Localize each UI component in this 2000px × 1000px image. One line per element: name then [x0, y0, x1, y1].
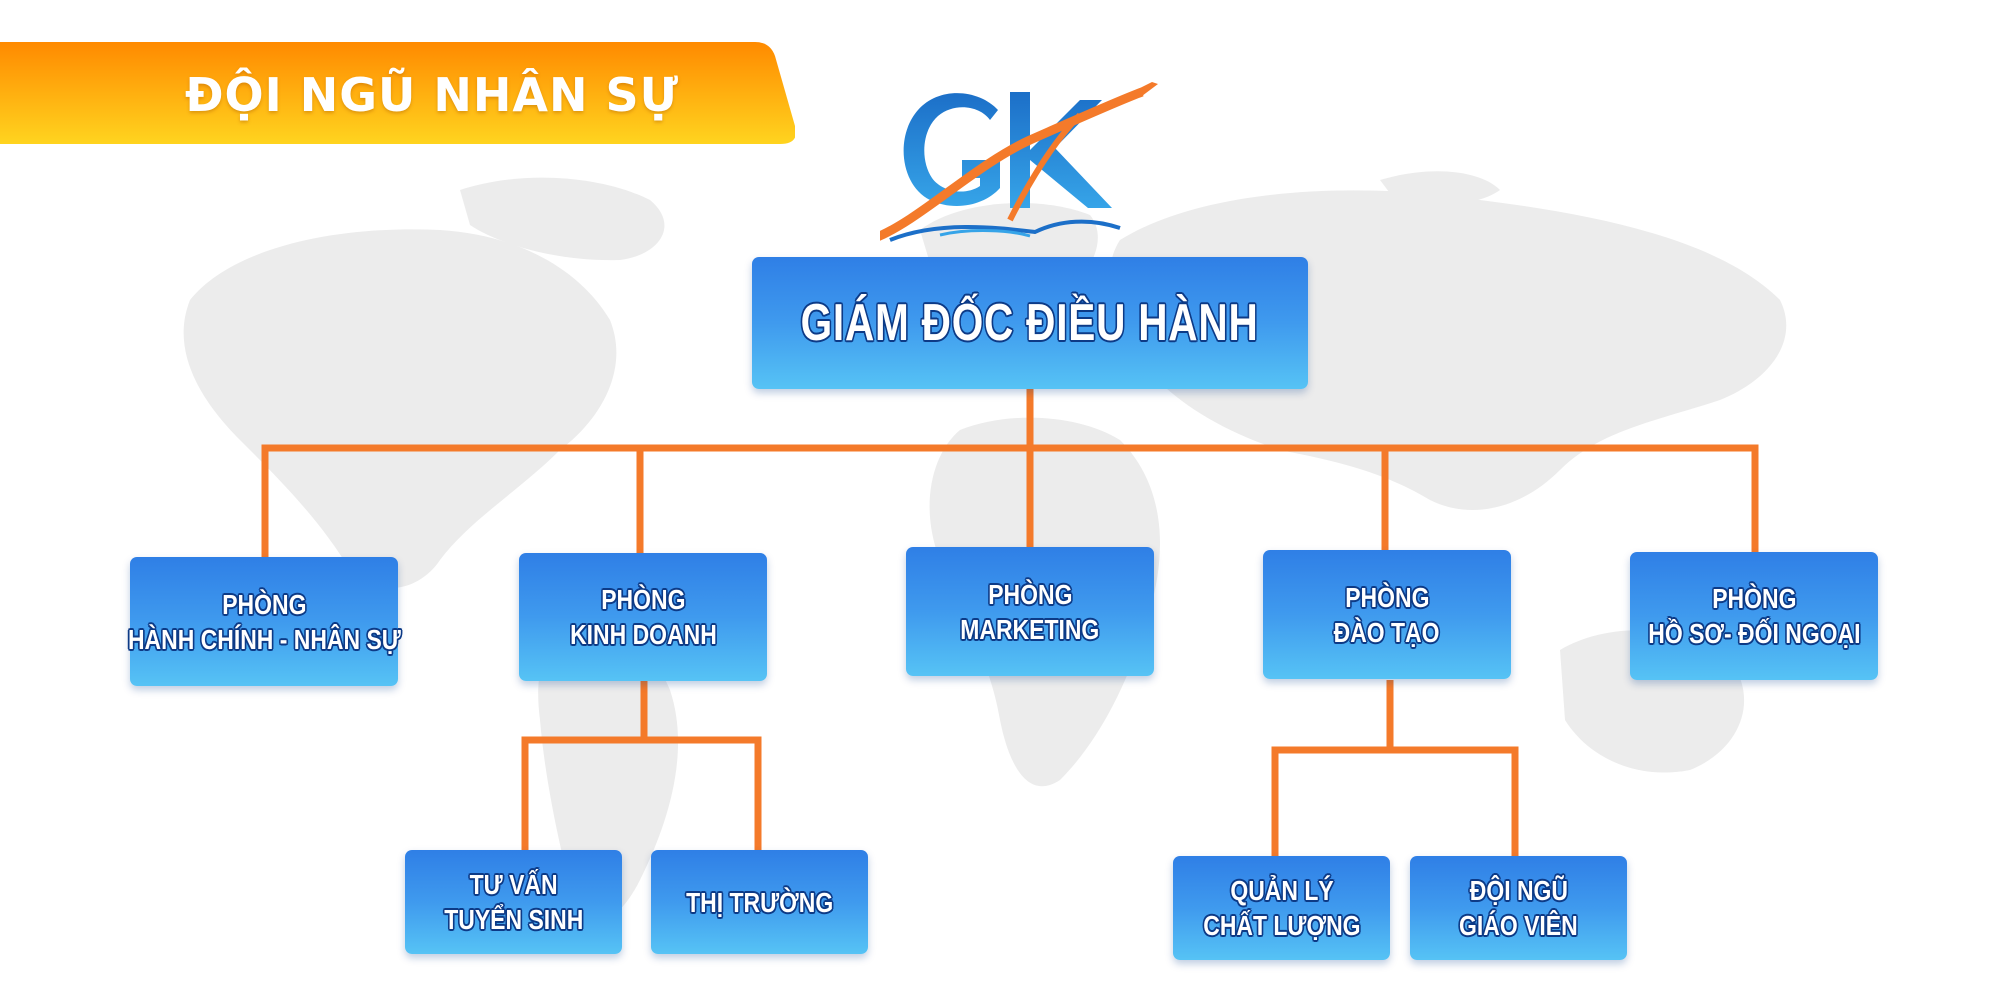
unit-label-line2: GIÁO VIÊN: [1459, 910, 1578, 941]
dept-box-training: PHÒNG ĐÀO TẠO: [1263, 550, 1511, 679]
unit-label-line1: THỊ TRƯỜNG: [685, 886, 834, 918]
unit-box-quality-management: QUẢN LÝ CHẤT LƯỢNG: [1173, 856, 1390, 960]
director-label: GIÁM ĐỐC ĐIỀU HÀNH: [801, 293, 1259, 352]
unit-label-line2: TUYỂN SINH: [443, 904, 584, 935]
dept-label-line1: PHÒNG: [600, 584, 686, 615]
dept-box-admin-hr: PHÒNG HÀNH CHÍNH - NHÂN SỰ: [127, 557, 401, 686]
dept-label-line1: PHÒNG: [987, 578, 1073, 610]
unit-label-line1: QUẢN LÝ: [1229, 875, 1334, 906]
dept-label-line1: PHÒNG: [221, 588, 307, 620]
title-banner: [0, 42, 795, 144]
dept-box-marketing: PHÒNG MARKETING: [906, 547, 1154, 676]
dept-box-records-external: PHÒNG HỒ SƠ- ĐỐI NGOẠI: [1630, 552, 1878, 680]
dept-label-line2: HỒ SƠ- ĐỐI NGOẠI: [1647, 618, 1861, 649]
dept-label-line2: MARKETING: [960, 613, 1100, 645]
unit-label-line1: TƯ VẤN: [469, 869, 558, 900]
unit-box-admissions-consulting: TƯ VẤN TUYỂN SINH: [405, 850, 622, 954]
unit-box-teaching-staff: ĐỘI NGŨ GIÁO VIÊN: [1410, 856, 1627, 960]
unit-label-line1: ĐỘI NGŨ: [1469, 875, 1568, 906]
dept-label-line2: ĐÀO TẠO: [1334, 616, 1440, 648]
director-box: GIÁM ĐỐC ĐIỀU HÀNH: [752, 257, 1308, 389]
dept-box-sales: PHÒNG KINH DOANH: [519, 553, 767, 681]
dept-label-line2: HÀNH CHÍNH - NHÂN SỰ: [127, 623, 401, 655]
unit-label-line2: CHẤT LƯỢNG: [1202, 910, 1361, 941]
dept-label-line2: KINH DOANH: [569, 619, 717, 650]
page-title: ĐỘI NGŨ NHÂN SỰ: [185, 68, 680, 122]
dept-label-line1: PHÒNG: [1344, 581, 1430, 613]
gk-logo: [880, 82, 1158, 242]
unit-box-market: THỊ TRƯỜNG: [651, 850, 868, 954]
dept-label-line1: PHÒNG: [1711, 583, 1797, 614]
